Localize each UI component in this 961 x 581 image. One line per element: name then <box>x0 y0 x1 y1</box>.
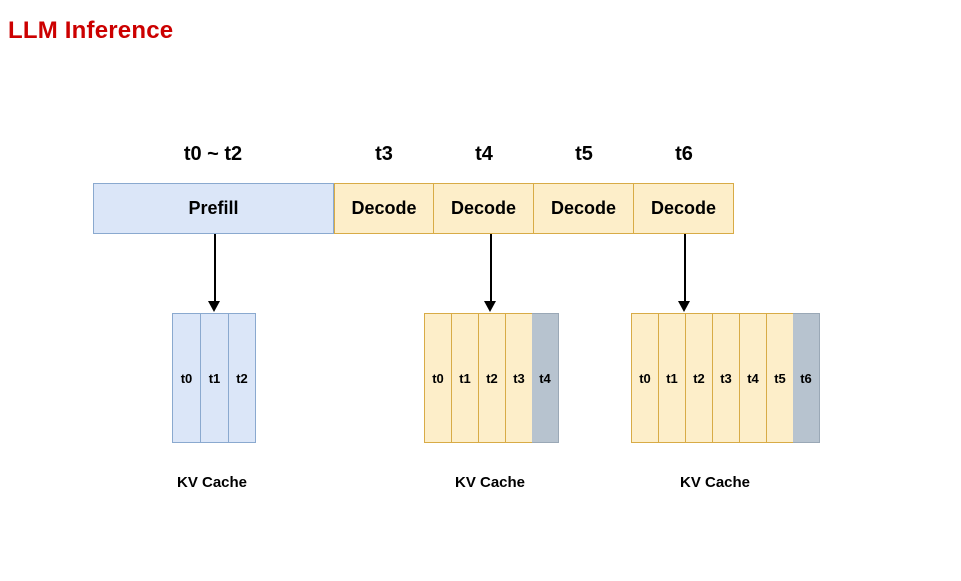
timeline-tick-2: t4 <box>475 143 493 165</box>
arrow-shaft <box>214 234 216 302</box>
kv-cache-3-cell-t2: t2 <box>685 313 712 443</box>
phase-block-decode-2: Decode <box>434 183 534 234</box>
phase-block-decode-3: Decode <box>534 183 634 234</box>
arrow-shaft <box>684 234 686 302</box>
phase-block-decode-1: Decode <box>334 183 434 234</box>
kv-cache-2-cell-t0: t0 <box>424 313 451 443</box>
kv-cache-3-cell-t4: t4 <box>739 313 766 443</box>
kv-cache-1-caption: KV Cache <box>176 474 248 491</box>
kv-cache-3-cell-t1: t1 <box>658 313 685 443</box>
phase-block-prefill-0: Prefill <box>93 183 334 234</box>
kv-cache-3-cell-t3: t3 <box>712 313 739 443</box>
arrow-decode-t4-to-kv-cache-2 <box>484 234 497 312</box>
kv-cache-3-caption: KV Cache <box>679 474 751 491</box>
phase-block-decode-4: Decode <box>634 183 734 234</box>
kv-cache-3-cell-t0: t0 <box>631 313 658 443</box>
kv-cache-2-caption: KV Cache <box>454 474 526 491</box>
page-title: LLM Inference <box>8 17 174 44</box>
timeline-tick-4: t6 <box>675 143 693 165</box>
arrow-head-icon <box>484 301 496 312</box>
arrow-head-icon <box>678 301 690 312</box>
kv-cache-2-cell-t1: t1 <box>451 313 478 443</box>
arrow-prefill-to-kv-cache-1 <box>208 234 221 312</box>
timeline-tick-0: t0 ~ t2 <box>183 143 243 165</box>
timeline-tick-3: t5 <box>575 143 593 165</box>
kv-cache-3-cell-t5: t5 <box>766 313 793 443</box>
arrow-shaft <box>490 234 492 302</box>
kv-cache-3-cell-t6: t6 <box>793 313 820 443</box>
kv-cache-1-cell-t1: t1 <box>200 313 228 443</box>
kv-cache-2-cell-t2: t2 <box>478 313 505 443</box>
kv-cache-1-cell-t0: t0 <box>172 313 200 443</box>
arrow-head-icon <box>208 301 220 312</box>
kv-cache-2-cell-t3: t3 <box>505 313 532 443</box>
kv-cache-1-cell-t2: t2 <box>228 313 256 443</box>
timeline-tick-1: t3 <box>375 143 393 165</box>
kv-cache-2-cell-t4: t4 <box>532 313 559 443</box>
arrow-decode-t6-to-kv-cache-3 <box>678 234 691 312</box>
